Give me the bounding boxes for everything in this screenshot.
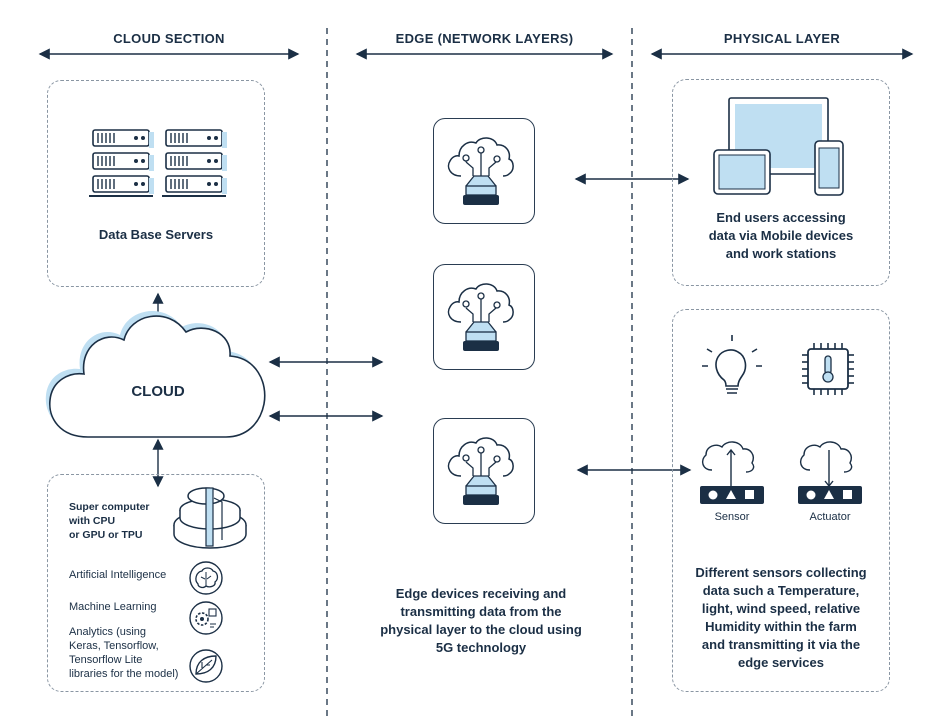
physical-section-header: PHYSICAL LAYER [723, 31, 841, 46]
supercomputer-label: Super computer with CPU or GPU or TPU [69, 501, 150, 541]
sensor-label: Sensor [714, 511, 750, 523]
sensor-device-icon [700, 441, 764, 504]
light-bulb-icon [702, 335, 762, 394]
actuator-label: Actuator [809, 511, 851, 523]
edge-description: Edge devices receiving and transmitting … [380, 586, 582, 655]
ml-label: Machine Learning [69, 601, 157, 613]
end-users-label: End users accessing data via Mobile devi… [708, 210, 854, 261]
sensors-box [672, 309, 890, 692]
analytics-icon [189, 649, 223, 683]
cloud-label: CLOUD [131, 383, 185, 400]
cloud-section-header: CLOUD SECTION [113, 31, 225, 46]
sensors-description: Different sensors collecting data such a… [695, 565, 867, 670]
cloud-network-icon [447, 137, 514, 205]
servers-box [47, 80, 265, 287]
ai-label: Artificial Intelligence [69, 569, 167, 581]
analytics-label: Analytics (using Keras, Tensorflow, Tens… [69, 626, 179, 680]
brain-icon [189, 561, 223, 595]
gear-chip-icon [189, 601, 223, 635]
supercomputer-box [47, 474, 265, 692]
end-users-box [672, 79, 890, 286]
servers-label: Data Base Servers [98, 227, 214, 242]
temperature-chip-icon [802, 343, 854, 395]
edge-section-header: EDGE (NETWORK LAYERS) [395, 31, 574, 46]
actuator-device-icon [798, 441, 862, 504]
